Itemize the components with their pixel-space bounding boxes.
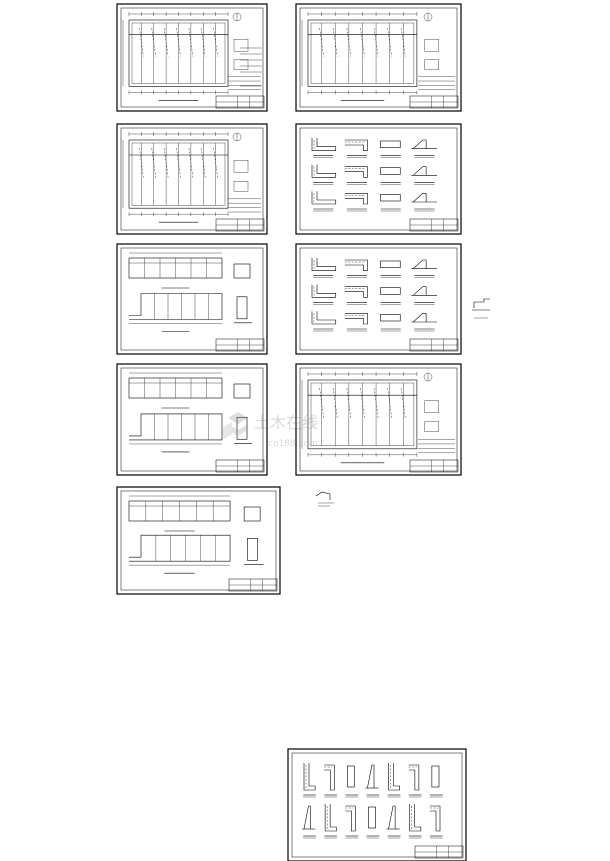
sheet-9 — [116, 486, 281, 595]
sheet-1 — [116, 3, 268, 112]
sheet-3 — [116, 123, 268, 235]
fragment-right — [472, 298, 490, 319]
sheet-7 — [116, 363, 268, 476]
watermark-logo: 土木在线 co188.com — [222, 412, 318, 449]
fragment-center — [315, 491, 334, 507]
sheet-6 — [295, 243, 462, 355]
sheet-8 — [295, 363, 462, 476]
sheet-10 — [287, 748, 467, 861]
sheet-1-notes — [240, 47, 262, 87]
sheet-4 — [295, 123, 462, 235]
watermark-en: co188.com — [268, 439, 318, 449]
watermark-cn: 土木在线 — [254, 413, 318, 432]
sheet-2 — [295, 3, 462, 112]
sheet-5 — [116, 243, 268, 355]
